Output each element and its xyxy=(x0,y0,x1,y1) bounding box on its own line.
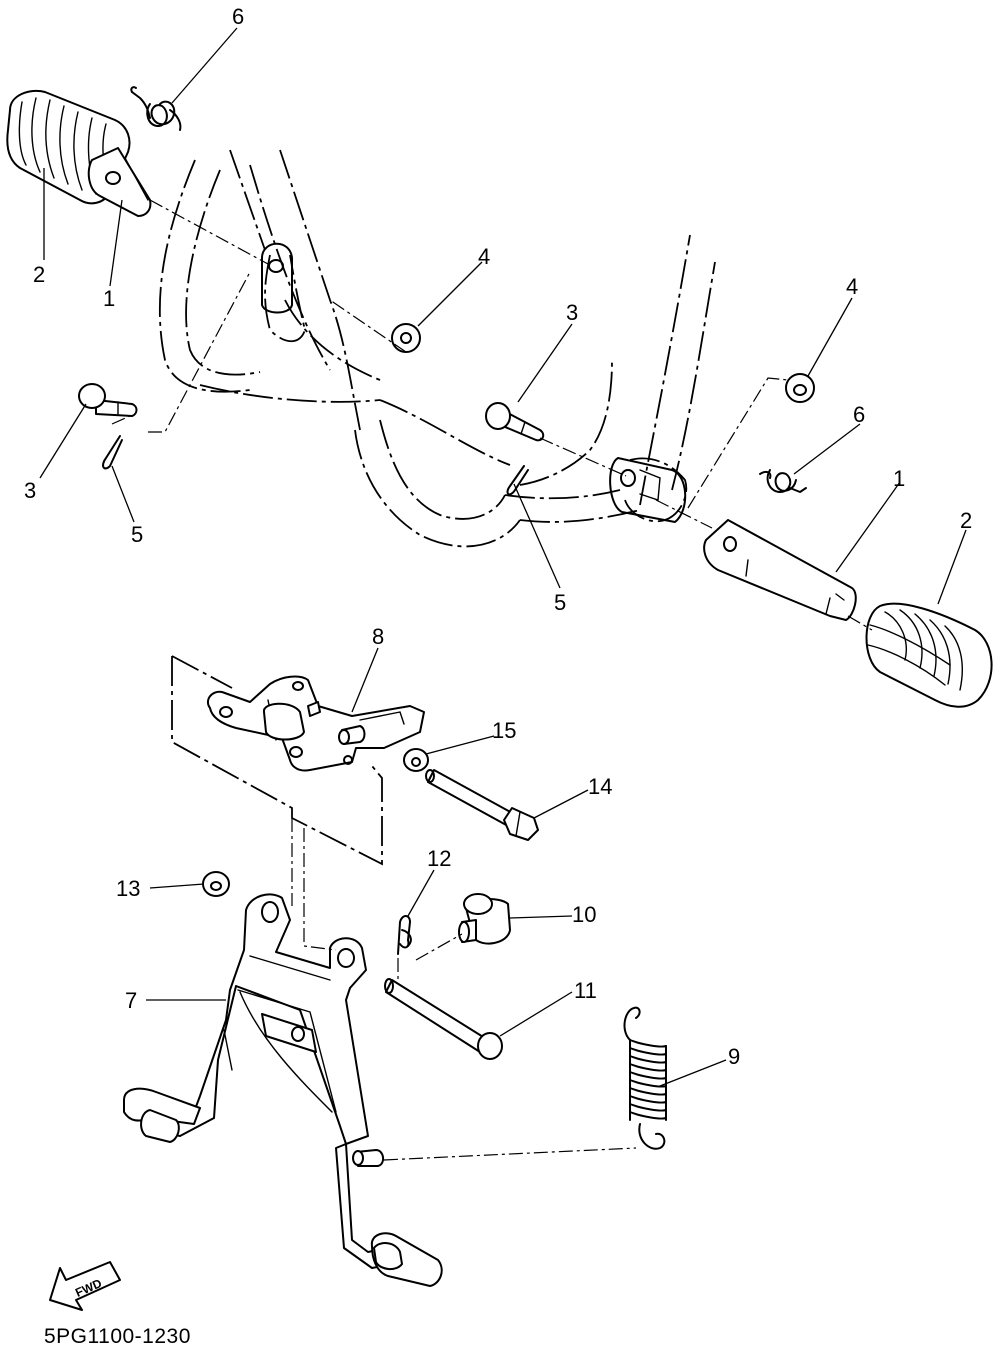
assembly-lines-upper xyxy=(111,199,873,631)
stand-shaft-11 xyxy=(384,978,503,1060)
callout-3-right: 3 xyxy=(566,300,578,325)
left-cotter-pin xyxy=(102,435,123,470)
callout-11: 11 xyxy=(574,978,597,1003)
right-footrest-bracket xyxy=(609,457,687,523)
callout-9: 9 xyxy=(728,1044,740,1069)
rubber-stopper-10 xyxy=(458,893,511,945)
right-cotter-pin xyxy=(506,465,529,496)
assembly-lines-lower xyxy=(291,818,637,1161)
callout-6-right: 6 xyxy=(853,402,865,427)
right-washer xyxy=(785,373,815,403)
callout-1-right: 1 xyxy=(893,466,905,491)
callout-6-left: 6 xyxy=(232,4,244,29)
left-footrest-arm xyxy=(87,147,152,217)
callout-2-right: 2 xyxy=(960,508,972,533)
left-footrest-bracket xyxy=(261,242,293,314)
left-washer xyxy=(391,323,421,353)
callout-5-right: 5 xyxy=(554,590,566,615)
callout-1-left: 1 xyxy=(103,286,115,311)
pivot-bolt-14 xyxy=(425,769,539,841)
washer-15 xyxy=(403,748,429,772)
right-footrest-arm xyxy=(703,519,857,621)
stand-bracket xyxy=(206,675,425,772)
callout-7: 7 xyxy=(125,988,137,1013)
callout-13: 13 xyxy=(116,876,140,901)
callout-4-left: 4 xyxy=(478,244,490,269)
callout-2-left: 2 xyxy=(33,262,45,287)
callout-leaders xyxy=(39,27,967,1087)
callout-12: 12 xyxy=(427,846,451,871)
frame-outline xyxy=(158,149,716,548)
callout-3-left: 3 xyxy=(24,478,36,503)
right-footrest-rubber xyxy=(865,602,993,708)
callout-4-right: 4 xyxy=(846,274,858,299)
callout-8: 8 xyxy=(372,624,384,649)
left-pivot-pin xyxy=(78,383,138,417)
forward-direction-arrow: FWD xyxy=(49,1261,121,1311)
callout-15: 15 xyxy=(492,718,516,743)
right-pivot-pin xyxy=(485,402,545,442)
callout-14: 14 xyxy=(588,774,612,799)
callout-5-left: 5 xyxy=(131,522,143,547)
clip-12 xyxy=(397,915,412,955)
right-return-spring xyxy=(759,469,807,493)
stand-spring-9 xyxy=(623,1006,667,1150)
document-code: 5PG1100-1230 xyxy=(44,1325,191,1348)
left-return-spring xyxy=(130,86,182,131)
callout-10: 10 xyxy=(572,902,596,927)
main-stand-7 xyxy=(123,893,443,1287)
washer-13 xyxy=(202,871,230,897)
callout-numbers: 6 2 1 4 3 5 3 4 6 1 2 5 8 15 14 12 13 10… xyxy=(24,4,972,1069)
